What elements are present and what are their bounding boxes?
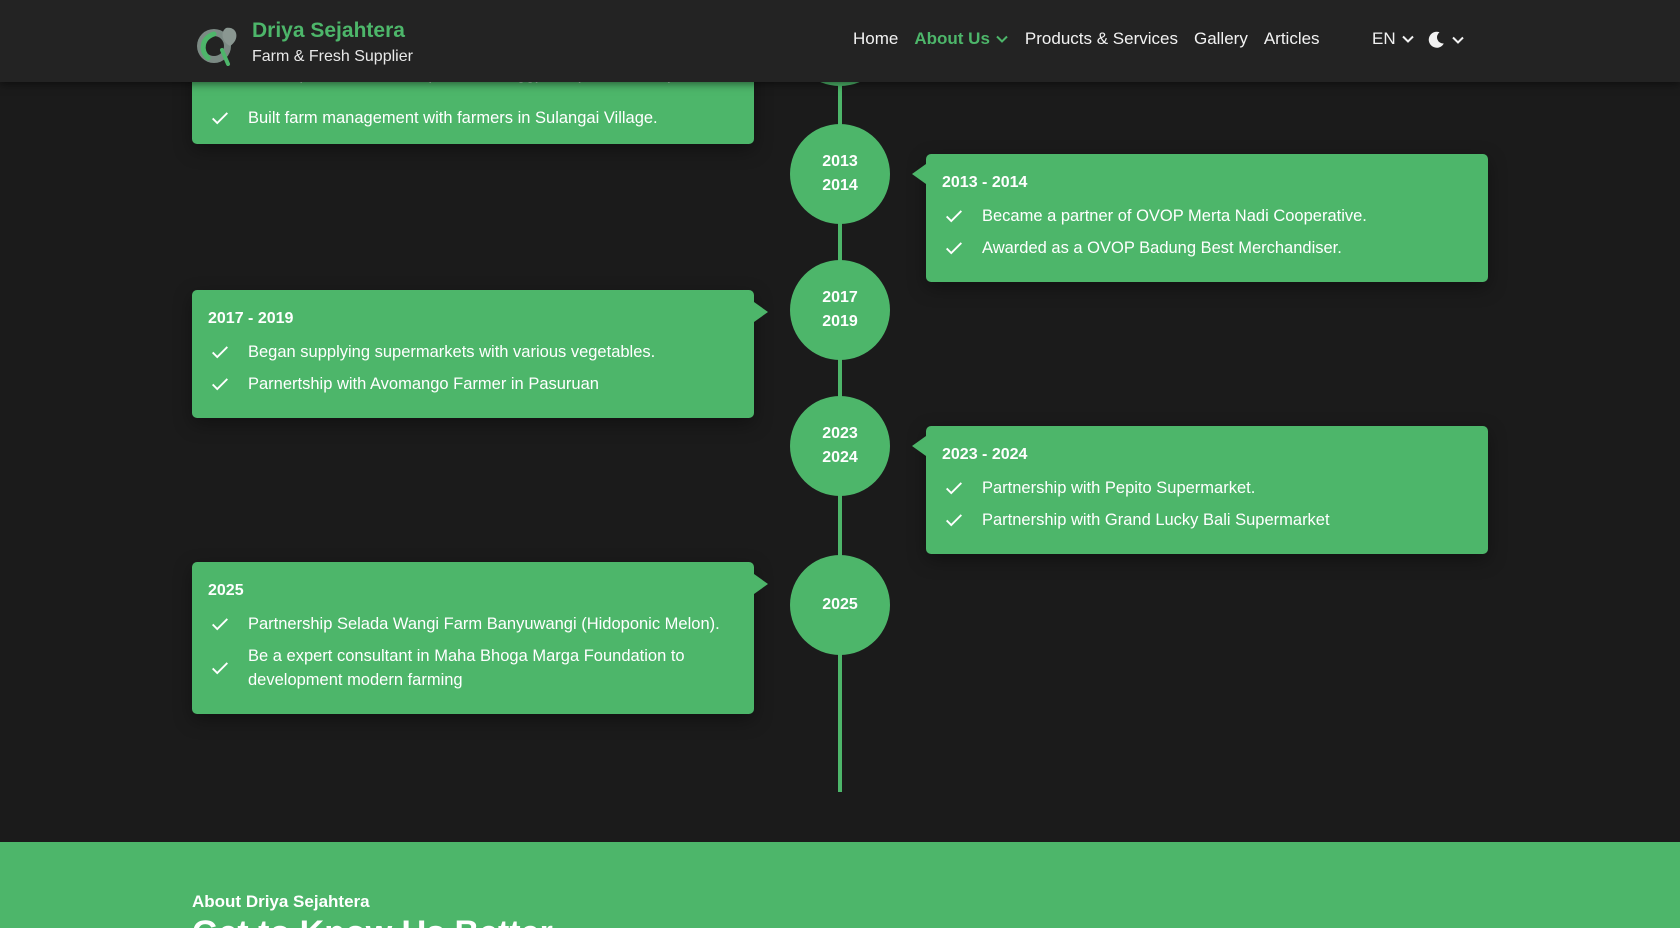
year-node-top: 2023 <box>822 425 858 442</box>
nav-gallery-link[interactable]: Gallery <box>1193 29 1248 48</box>
check-icon <box>208 106 232 130</box>
moon-icon <box>1428 31 1444 48</box>
year-node-2025: 2025 <box>790 555 890 655</box>
nav-home-link[interactable]: Home <box>853 29 899 48</box>
brand[interactable]: Driya Sejahtera Farm & Fresh Supplier <box>192 18 413 68</box>
card-item: Partnership with Pepito Supermarket. <box>942 472 1472 504</box>
card-item-text: Built farm management with farmers in Su… <box>248 109 658 127</box>
card-item-text: Became a partner of OVOP Merta Nadi Coop… <box>982 207 1367 225</box>
card-item-text: Awarded as a OVOP Badung Best Merchandis… <box>982 239 1342 257</box>
card-title: 2023 - 2024 <box>942 446 1028 463</box>
year-node-top: 2017 <box>822 289 858 306</box>
language-select[interactable]: EN <box>1372 29 1415 49</box>
card-item: Parnertship with Avomango Farmer in Pasu… <box>208 368 738 400</box>
year-node-label: 2025 <box>822 596 858 613</box>
check-icon <box>208 372 232 396</box>
about-eyebrow: About Driya Sejahtera <box>192 892 370 911</box>
nav-about-label: About Us <box>914 29 990 48</box>
nav-about-dropdown[interactable]: About Us <box>914 29 1009 49</box>
navbar: Driya Sejahtera Farm & Fresh Supplier Ho… <box>0 0 1680 82</box>
year-node-2017: 2017 2019 <box>790 260 890 360</box>
nav-links: Home About Us Products & Services Galler… <box>853 29 1336 49</box>
timeline-card-2017: 2017 - 2019 Began supplying supermarkets… <box>192 290 768 418</box>
card-item-text: Be a expert consultant in Maha Bhoga Mar… <box>248 647 685 689</box>
theme-toggle[interactable] <box>1426 30 1465 50</box>
check-icon <box>208 612 232 636</box>
nav-products-link[interactable]: Products & Services <box>1024 29 1178 48</box>
timeline-card-2025: 2025 Partnership Selada Wangi Farm Banyu… <box>192 562 768 714</box>
year-node-top: 2013 <box>822 153 858 170</box>
card-item-text: Partnership with Pepito Supermarket. <box>982 479 1256 497</box>
check-icon <box>942 476 966 500</box>
language-label: EN <box>1372 29 1396 48</box>
brand-name: Driya Sejahtera <box>252 19 405 42</box>
check-icon <box>942 204 966 228</box>
brand-text: Driya Sejahtera Farm & Fresh Supplier <box>252 18 413 68</box>
card-item: Be a expert consultant in Maha Bhoga Mar… <box>208 640 738 696</box>
card-item: Built farm management with farmers in Su… <box>208 102 738 134</box>
card-item: Partnership with Grand Lucky Bali Superm… <box>942 504 1472 536</box>
year-node-bottom: 2024 <box>822 449 858 466</box>
card-item: Awarded as a OVOP Badung Best Merchandis… <box>942 232 1472 264</box>
card-item: Partnership Selada Wangi Farm Banyuwangi… <box>208 608 738 640</box>
check-icon <box>942 236 966 260</box>
about-section: About Driya Sejahtera Get to Know Us Bet… <box>0 842 1680 928</box>
year-node-bottom: 2014 <box>822 177 858 194</box>
logo-icon <box>197 27 237 66</box>
chevron-down-icon <box>996 35 1008 43</box>
timeline-card-2013: 2013 - 2014 Became a partner of OVOP Mer… <box>912 154 1488 282</box>
card-item-text: Partnership with Grand Lucky Bali Superm… <box>982 511 1330 529</box>
timeline-card-2023: 2023 - 2024 Partnership with Pepito Supe… <box>912 426 1488 554</box>
card-item-text: Parnertship with Avomango Farmer in Pasu… <box>248 375 599 393</box>
card-title: 2017 - 2019 <box>208 310 294 327</box>
year-node-bottom: 2019 <box>822 313 858 330</box>
card-item-text: Partnership Selada Wangi Farm Banyuwangi… <box>248 615 720 633</box>
check-icon <box>208 656 232 680</box>
brand-tagline: Farm & Fresh Supplier <box>252 48 413 65</box>
chevron-down-icon <box>1452 36 1464 44</box>
about-heading: Get to Know Us Better <box>192 914 553 928</box>
card-item-text: Began supplying supermarkets with variou… <box>248 343 656 361</box>
card-item: Began supplying supermarkets with variou… <box>208 336 738 368</box>
year-node-2013: 2013 2014 <box>790 124 890 224</box>
year-node-2023: 2023 2024 <box>790 396 890 496</box>
check-icon <box>942 508 966 532</box>
check-icon <box>208 340 232 364</box>
card-item: Became a partner of OVOP Merta Nadi Coop… <box>942 200 1472 232</box>
nav-articles-link[interactable]: Articles <box>1263 29 1320 48</box>
card-title: 2025 <box>208 582 244 599</box>
card-title: 2013 - 2014 <box>942 174 1028 191</box>
chevron-down-icon <box>1401 35 1414 43</box>
timeline: Developed a Tomato, Paprika, and Eggplan… <box>192 0 1488 792</box>
